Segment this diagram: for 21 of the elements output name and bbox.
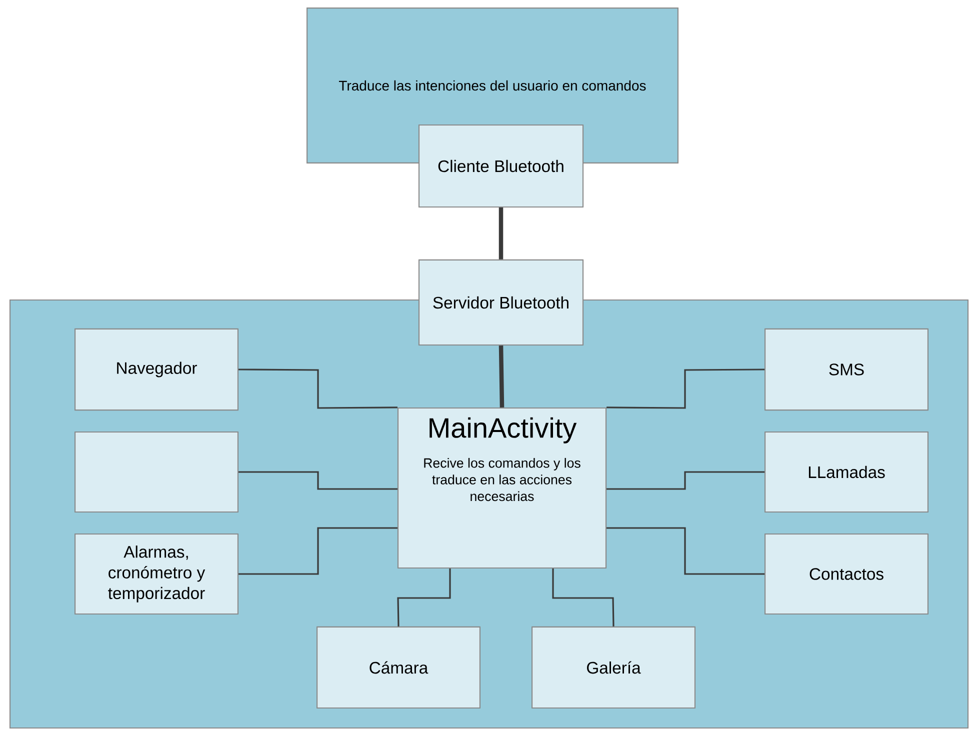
connector-line (238, 527, 398, 575)
connector-line (397, 568, 451, 626)
connector-line (238, 471, 398, 490)
connector-line (606, 368, 765, 409)
connector-line (606, 471, 764, 490)
process-box: SMS (764, 328, 928, 411)
process-box: Contactos (764, 533, 928, 615)
process-box: Cámara (316, 626, 480, 709)
connector-line (498, 346, 504, 408)
process-box: Galería (532, 626, 696, 709)
process-box (74, 431, 238, 513)
process-box: LLamadas (764, 431, 928, 513)
process-box: Cliente Bluetooth (418, 124, 584, 208)
process-box: Navegador (74, 328, 238, 411)
connector-line (498, 208, 504, 260)
connector-line (552, 568, 614, 626)
connector-line (238, 368, 398, 409)
process-box: MainActivity Recive los comandos y los traduce en las acciones necesarias (397, 407, 607, 569)
process-box: Alarmas, cronómetro y temporizador (74, 533, 238, 615)
process-box: Servidor Bluetooth (418, 259, 584, 346)
connector-line (606, 527, 764, 575)
